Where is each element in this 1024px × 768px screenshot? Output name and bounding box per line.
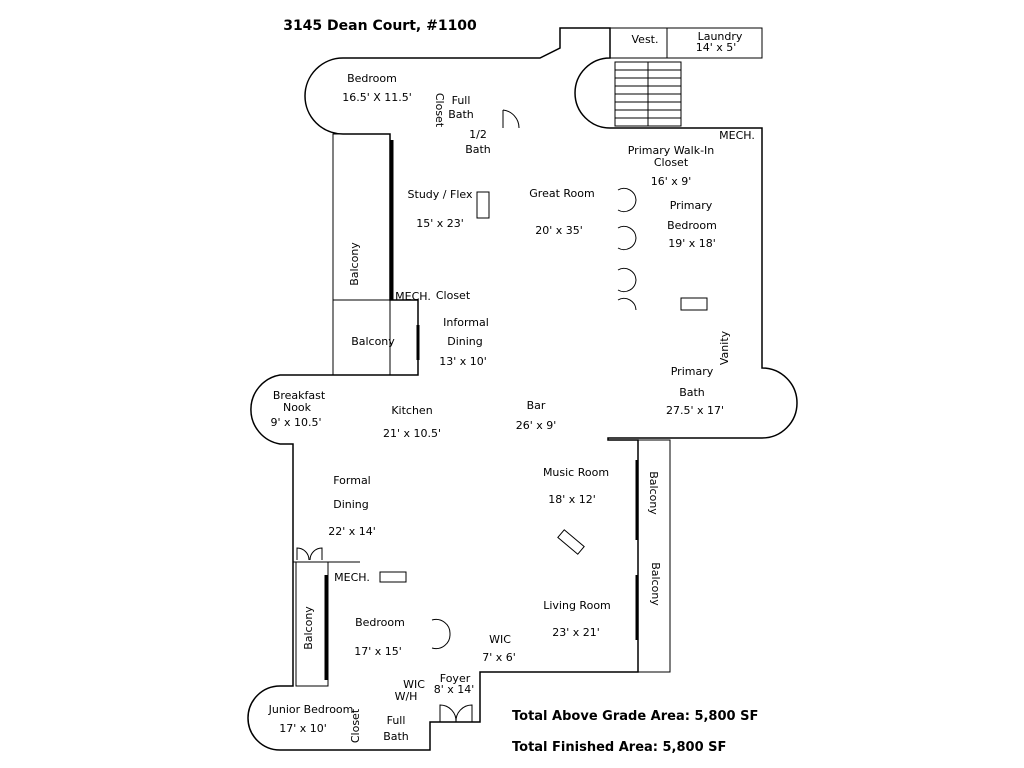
total-above-grade: Total Above Grade Area: 5,800 SF xyxy=(512,709,758,724)
label-living: Living Room xyxy=(543,599,611,612)
bedroom-closet-door xyxy=(431,618,451,650)
label-vanity: Vanity xyxy=(718,330,731,365)
label-informal-a: Informal xyxy=(443,316,489,329)
label-balcony3: Balcony xyxy=(647,471,660,515)
total-finished: Total Finished Area: 5,800 SF xyxy=(512,740,726,755)
label-balcony5: Balcony xyxy=(302,606,315,650)
label-formal-b: Dining xyxy=(333,498,369,511)
label-great-room: Great Room xyxy=(529,187,594,200)
label-junior-dim: 17' x 10' xyxy=(279,722,327,735)
label-study-dim: 15' x 23' xyxy=(416,217,464,230)
label-wic: WIC xyxy=(489,633,511,646)
label-informal-b: Dining xyxy=(447,335,483,348)
label-bar-dim: 26' x 9' xyxy=(516,419,557,432)
label-music: Music Room xyxy=(543,466,609,479)
label-full-bath1-b: Bath xyxy=(448,108,474,121)
balcony-right xyxy=(637,439,671,673)
label-mech1: MECH. xyxy=(719,129,755,142)
plan-title: 3145 Dean Court, #1100 xyxy=(283,18,477,34)
label-half-bath-a: 1/2 xyxy=(469,128,487,141)
label-half-bath-b: Bath xyxy=(465,143,491,156)
label-breakfast-a: Breakfast xyxy=(273,389,326,402)
label-mech3: MECH. xyxy=(334,571,370,584)
label-full-bath2-b: Bath xyxy=(383,730,409,743)
label-living-dim: 23' x 21' xyxy=(552,626,600,639)
label-primary-bed-a: Primary xyxy=(670,199,713,212)
label-vest: Vest. xyxy=(632,33,659,46)
label-bedroom1-dim: 16.5' X 11.5' xyxy=(342,91,412,104)
label-primary-wic-a: Primary Walk-In xyxy=(628,144,715,157)
label-bedroom2-dim: 17' x 15' xyxy=(354,645,402,658)
label-primary-bath-dim: 27.5' x 17' xyxy=(666,404,724,417)
label-wic-dim: 7' x 6' xyxy=(482,651,516,664)
foyer-door xyxy=(439,704,473,723)
label-full-bath2-a: Full xyxy=(387,714,406,727)
label-balcony1: Balcony xyxy=(348,242,361,286)
study-desk xyxy=(476,191,490,219)
label-formal-a: Formal xyxy=(333,474,371,487)
label-junior: Junior Bedroom xyxy=(268,703,354,716)
label-primary-bed-b: Bedroom xyxy=(667,219,717,232)
label-primary-bath-b: Bath xyxy=(679,386,705,399)
label-breakfast-b: Nook xyxy=(283,401,312,414)
closet-doors xyxy=(617,187,637,311)
label-wic-wh-b: W/H xyxy=(395,690,418,703)
label-music-dim: 18' x 12' xyxy=(548,493,596,506)
balcony-left-upper xyxy=(332,133,391,376)
stair-treads xyxy=(615,62,681,126)
label-balcony2: Balcony xyxy=(351,335,395,348)
label-wic-wh-a: WIC xyxy=(403,678,425,691)
label-breakfast-dim: 9' x 10.5' xyxy=(270,416,321,429)
label-balcony4: Balcony xyxy=(649,562,662,606)
label-primary-wic-b: Closet xyxy=(654,156,689,169)
label-laundry-dim: 14' x 5' xyxy=(696,41,737,54)
label-foyer: Foyer xyxy=(440,672,471,685)
label-primary-bath-a: Primary xyxy=(671,365,714,378)
label-formal-dim: 22' x 14' xyxy=(328,525,376,538)
label-great-room-dim: 20' x 35' xyxy=(535,224,583,237)
label-closet1: Closet xyxy=(433,93,446,128)
label-bedroom2: Bedroom xyxy=(355,616,405,629)
label-kitchen-dim: 21' x 10.5' xyxy=(383,427,441,440)
label-closet3: Closet xyxy=(349,708,362,743)
label-laundry: Laundry xyxy=(698,30,743,43)
label-kitchen: Kitchen xyxy=(391,404,432,417)
label-bar: Bar xyxy=(527,399,546,412)
formal-dining-door xyxy=(296,547,323,561)
label-mech2: MECH. xyxy=(395,290,431,303)
label-closet2: Closet xyxy=(436,289,471,302)
label-foyer-dim: 8' x 14' xyxy=(434,683,475,696)
label-primary-wic-dim: 16' x 9' xyxy=(651,175,692,188)
door-swing xyxy=(502,109,520,129)
label-full-bath1-a: Full xyxy=(452,94,471,107)
label-bedroom1: Bedroom xyxy=(347,72,397,85)
vanity-counter xyxy=(680,297,708,311)
mech-unit xyxy=(379,571,407,583)
label-study: Study / Flex xyxy=(408,188,473,201)
label-primary-bed-dim: 19' x 18' xyxy=(668,237,716,250)
laundry-block xyxy=(609,27,763,59)
music-piano xyxy=(557,529,585,555)
label-informal-dim: 13' x 10' xyxy=(439,355,487,368)
outer-wall xyxy=(247,27,798,751)
